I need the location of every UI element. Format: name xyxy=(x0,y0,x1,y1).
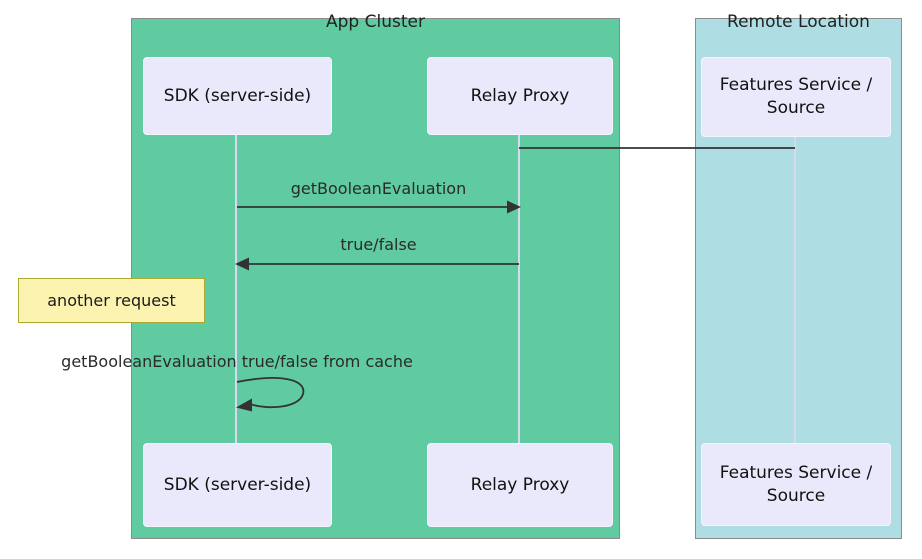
actor-sdk-top: SDK (server-side) xyxy=(143,57,332,135)
actor-sdk-bottom-label: SDK (server-side) xyxy=(163,474,312,495)
actor-features-service-top-label: Features Service / Source xyxy=(719,75,873,118)
actor-features-service-top: Features Service / Source xyxy=(701,57,891,137)
features-service-lifeline xyxy=(794,137,796,443)
sdk-lifeline xyxy=(235,135,237,443)
actor-features-service-bottom: Features Service / Source xyxy=(701,443,891,526)
actor-sdk-top-label: SDK (server-side) xyxy=(163,85,312,106)
actor-relay-proxy-bottom: Relay Proxy xyxy=(427,443,613,527)
actor-features-service-bottom-label: Features Service / Source xyxy=(719,462,873,506)
actor-sdk-bottom: SDK (server-side) xyxy=(143,443,332,527)
message-label-from-cache: getBooleanEvaluation true/false from cac… xyxy=(61,352,413,371)
message-label-true-false: true/false xyxy=(340,235,417,254)
relay-proxy-lifeline xyxy=(518,135,520,443)
actor-relay-proxy-top-label: Relay Proxy xyxy=(470,85,570,106)
message-label-get-boolean-evaluation: getBooleanEvaluation xyxy=(290,179,467,198)
app-cluster-title: App Cluster xyxy=(326,12,425,32)
actor-relay-proxy-top: Relay Proxy xyxy=(427,57,613,135)
actor-relay-proxy-bottom-label: Relay Proxy xyxy=(470,474,570,495)
remote-location-title: Remote Location xyxy=(727,12,870,32)
note-another-request: another request xyxy=(18,278,205,323)
note-text: another request xyxy=(47,291,176,310)
